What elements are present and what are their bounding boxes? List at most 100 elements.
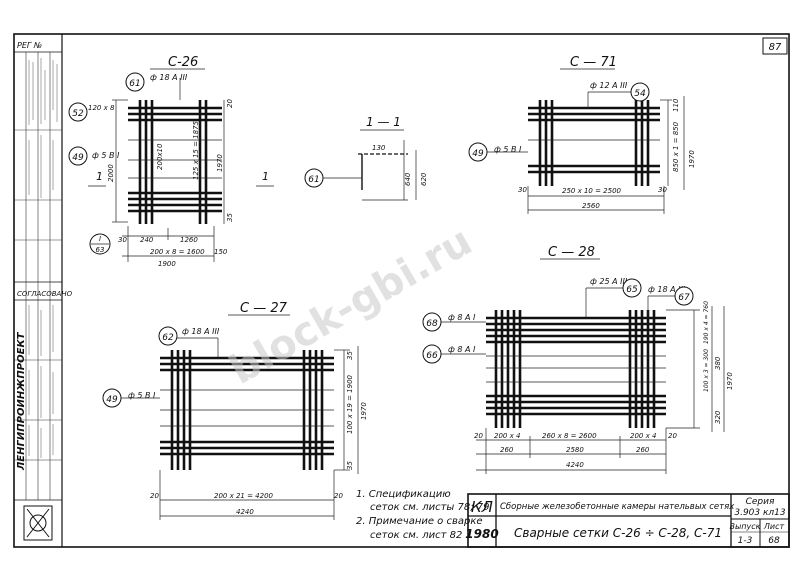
c71-pos-top: 54 bbox=[634, 89, 646, 99]
c27-dim-100x19: 100 х 19 = 1900 bbox=[346, 374, 354, 434]
c71-dim-1970: 1970 bbox=[688, 150, 696, 168]
tb-sheet-title: Сварные сетки С-26 ÷ С-28, С-71 bbox=[514, 526, 722, 540]
c28-pos-65: 65 bbox=[626, 285, 638, 295]
c26-dim-20: 20 bbox=[226, 99, 234, 108]
left-stamp: РЕГ № СОГЛАСОВАНО ЛЕНГИПРОИНЖПР bbox=[14, 34, 73, 547]
c26-dim-120: 120 х 8 bbox=[88, 104, 115, 112]
c26-bar-mid: ф 5 В I bbox=[92, 151, 120, 160]
title-block: КЛ 1980 Сборные железобетонные камеры на… bbox=[465, 493, 790, 548]
c26-cut-left: 1 bbox=[96, 170, 103, 183]
sec11-dim-640: 640 bbox=[404, 172, 412, 186]
c26-dim-35: 35 bbox=[226, 213, 234, 222]
c71-dim-30-left: 30 bbox=[518, 186, 527, 194]
c27-title: С — 27 bbox=[240, 301, 288, 316]
c71-dim-250x10: 250 х 10 = 2500 bbox=[562, 187, 622, 195]
tb-series-value: 3.903 кл13 bbox=[734, 508, 786, 518]
c71-pos-left: 49 bbox=[472, 149, 484, 159]
c71-dim-30-right: 30 bbox=[658, 186, 667, 194]
c26-dim-30: 30 bbox=[118, 236, 127, 244]
sec11-dim-130: 130 bbox=[372, 144, 386, 152]
c26-pos-top: 61 bbox=[129, 79, 140, 89]
c28-pos-68: 68 bbox=[426, 319, 438, 329]
tb-code: КЛ bbox=[471, 498, 493, 516]
c28-dim-200x4-right: 200 х 4 bbox=[630, 432, 656, 440]
c28-title: С — 28 bbox=[548, 245, 595, 260]
c28-dim-190: 190 х 4 = 760 bbox=[703, 301, 710, 344]
tb-series-label: Серия bbox=[746, 497, 775, 507]
c26-pos-bottom-ref: 63 bbox=[96, 246, 105, 254]
approved-label: СОГЛАСОВАНО bbox=[17, 290, 73, 298]
c28-dim-20-left: 20 bbox=[474, 432, 483, 440]
c71-dim-2560: 2560 bbox=[582, 202, 600, 210]
mesh-c71: С — 71 54 ф 12 А III 49 ф 5 В bbox=[468, 55, 696, 214]
c28-dim-4240: 4240 bbox=[566, 461, 584, 469]
note-1a: 1. Спецификацию bbox=[356, 489, 451, 500]
sec11-title: 1 — 1 bbox=[366, 115, 401, 129]
c27-bar-top: ф 18 А III bbox=[182, 327, 220, 336]
c27-dim-20-left: 20 bbox=[150, 492, 159, 500]
c27-dim-4240: 4240 bbox=[236, 508, 254, 516]
c71-dim-850: 850 х 1 = 850 bbox=[672, 121, 680, 172]
c26-dim-1900: 1900 bbox=[158, 260, 176, 268]
page-number: 87 bbox=[769, 42, 782, 53]
c28-dim-320: 320 bbox=[714, 410, 722, 424]
c28-pos-66: 66 bbox=[426, 351, 438, 361]
c26-title: С-26 bbox=[168, 55, 198, 70]
mesh-c28: С — 28 bbox=[422, 245, 734, 474]
mesh-c27: С — 27 62 ф 18 bbox=[102, 301, 368, 520]
tb-list-label: Лист bbox=[763, 522, 785, 531]
c28-dim-2580: 2580 bbox=[566, 446, 584, 454]
c28-dim-260-left: 260 bbox=[500, 446, 514, 454]
c28-bar-68: ф 8 А I bbox=[448, 313, 476, 322]
c26-dim-1970: 1970 bbox=[216, 154, 224, 172]
c28-dim-200x4-left: 200 х 4 bbox=[494, 432, 520, 440]
c26-dim-125x15: 125 х 15 = 1875 bbox=[192, 120, 200, 180]
c71-dim-110: 110 bbox=[672, 98, 680, 112]
c27-pos-top: 62 bbox=[162, 333, 174, 343]
c28-dim-100x3: 100 х 3 = 300 bbox=[703, 349, 710, 392]
note-1b: сеток см. листы 78; 79 bbox=[370, 502, 490, 513]
reg-label: РЕГ № bbox=[17, 41, 42, 50]
c26-pos-bottom: I bbox=[99, 235, 101, 243]
section-1-1: 1 — 1 61 130 640 620 bbox=[304, 115, 428, 201]
tb-subject: Сборные железобетонные камеры нательвых … bbox=[500, 502, 735, 512]
c27-dim-200x21: 200 х 21 = 4200 bbox=[214, 492, 274, 500]
c26-dim-1260: 1260 bbox=[180, 236, 198, 244]
c27-dim-35-top: 35 bbox=[346, 351, 354, 360]
c71-bar-left: ф 5 В I bbox=[494, 145, 522, 154]
c28-dim-260-right: 260 bbox=[636, 446, 650, 454]
c28-pos-67: 67 bbox=[678, 293, 690, 303]
c26-dim-200x8: 200 х 8 = 1600 bbox=[150, 248, 205, 256]
tb-issue-label: Выпуск bbox=[730, 522, 761, 531]
c26-dim-150: 150 bbox=[214, 248, 228, 256]
sec11-pos: 61 bbox=[308, 175, 319, 185]
c28-bar-25: ф 25 А III bbox=[590, 277, 628, 286]
c26-dim-240: 240 bbox=[140, 236, 154, 244]
c26-dim-2000: 2000 bbox=[107, 164, 115, 182]
c28-bar-18: ф 18 А III bbox=[648, 285, 686, 294]
sec11-dim-620: 620 bbox=[420, 172, 428, 186]
c27-pos-left: 49 bbox=[106, 395, 118, 405]
c28-bar-66: ф 8 А I bbox=[448, 345, 476, 354]
c28-dim-380: 380 bbox=[714, 356, 722, 370]
c26-pos-mid: 49 bbox=[72, 153, 84, 163]
tb-list-value: 68 bbox=[768, 536, 780, 546]
c26-cut-right: 1 bbox=[262, 170, 269, 183]
c26-dim-200x10: 200х10 bbox=[156, 143, 164, 170]
sheet-frame bbox=[13, 33, 790, 548]
tb-year: 1980 bbox=[465, 527, 498, 541]
notes: 1. Спецификацию сеток см. листы 78; 79 2… bbox=[356, 489, 490, 541]
c26-bar-top: ф 18 А III bbox=[150, 73, 188, 82]
c71-title: С — 71 bbox=[570, 55, 617, 70]
note-2b: сеток см. лист 82 bbox=[370, 530, 462, 541]
c28-dim-20-right: 20 bbox=[668, 432, 677, 440]
mesh-c26: С-26 61 ф 18 А bbox=[68, 55, 274, 268]
c26-pos-left: 52 bbox=[72, 109, 84, 119]
c26-bars bbox=[128, 100, 222, 224]
tb-issue-value: 1-3 bbox=[738, 536, 753, 546]
note-2a: 2. Примечание о сварке bbox=[356, 516, 483, 527]
c27-dim-20-right: 20 bbox=[334, 492, 343, 500]
c27-dim-1970: 1970 bbox=[360, 402, 368, 420]
c27-dim-35-bottom: 35 bbox=[346, 461, 354, 470]
